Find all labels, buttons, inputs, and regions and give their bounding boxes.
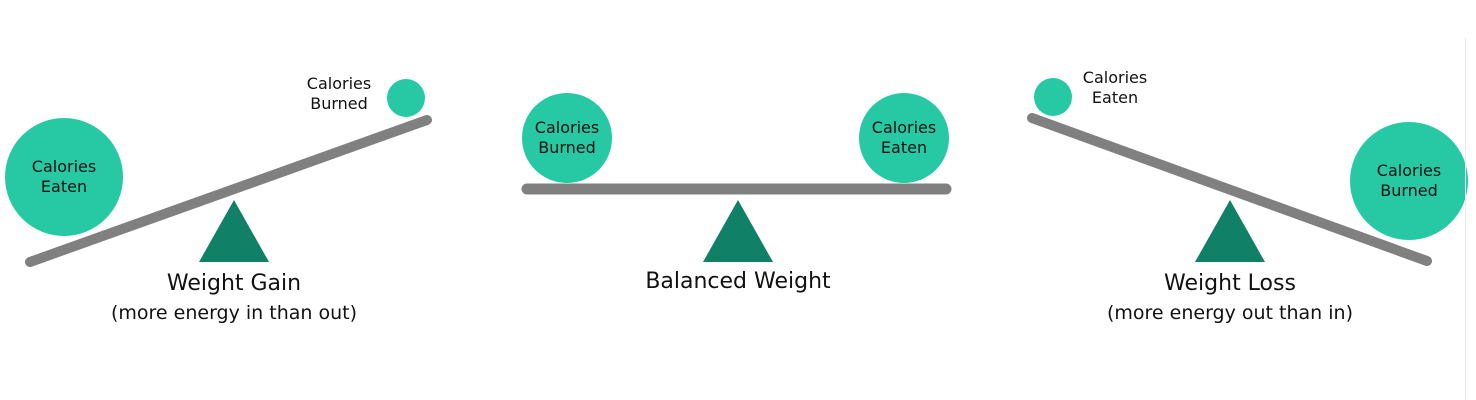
balanced-calories-burned-label: Calories Burned [522, 93, 612, 183]
gain-burned-line2: Burned [310, 94, 368, 113]
balanced-burned-line1: Calories [534, 118, 600, 137]
loss-calories-eaten-ball [1034, 78, 1072, 116]
balanced-calories-eaten-label: Calories Eaten [859, 93, 949, 183]
gain-fulcrum [199, 200, 269, 262]
loss-eaten-line1: Calories [1082, 68, 1148, 87]
gain-calories-burned-label: Calories Burned [296, 74, 382, 114]
balanced-eaten-line2: Eaten [880, 138, 928, 157]
loss-eaten-line2: Eaten [1091, 88, 1139, 107]
gain-eaten-line2: Eaten [40, 177, 88, 196]
right-edge-divider [1465, 38, 1466, 400]
gain-title: Weight Gain [166, 271, 302, 296]
loss-burned-line2: Burned [1380, 181, 1438, 200]
balanced-calories-burned-ball [522, 93, 612, 183]
balanced-calories-eaten-ball [859, 93, 949, 183]
gain-burned-line1: Calories [306, 74, 372, 93]
gain-eaten-line1: Calories [31, 157, 97, 176]
loss-burned-line1: Calories [1376, 161, 1442, 180]
balanced-title: Balanced Weight [645, 269, 831, 294]
loss-subtitle: (more energy out than in) [1106, 302, 1354, 324]
gain-beam [25, 115, 432, 267]
gain-calories-eaten-ball [5, 118, 123, 236]
loss-beam [1027, 113, 1432, 266]
loss-calories-eaten-label: Calories Eaten [1072, 68, 1158, 108]
balanced-fulcrum [703, 200, 773, 262]
gain-calories-burned-ball [387, 79, 425, 117]
loss-calories-burned-label: Calories Burned [1350, 122, 1468, 240]
balanced-eaten-line1: Calories [871, 118, 937, 137]
gain-calories-eaten-label: Calories Eaten [5, 118, 123, 236]
gain-subtitle: (more energy in than out) [110, 302, 358, 324]
loss-title: Weight Loss [1164, 271, 1296, 296]
loss-calories-burned-ball [1350, 122, 1468, 240]
loss-fulcrum [1195, 200, 1265, 262]
balanced-burned-line2: Burned [538, 138, 596, 157]
